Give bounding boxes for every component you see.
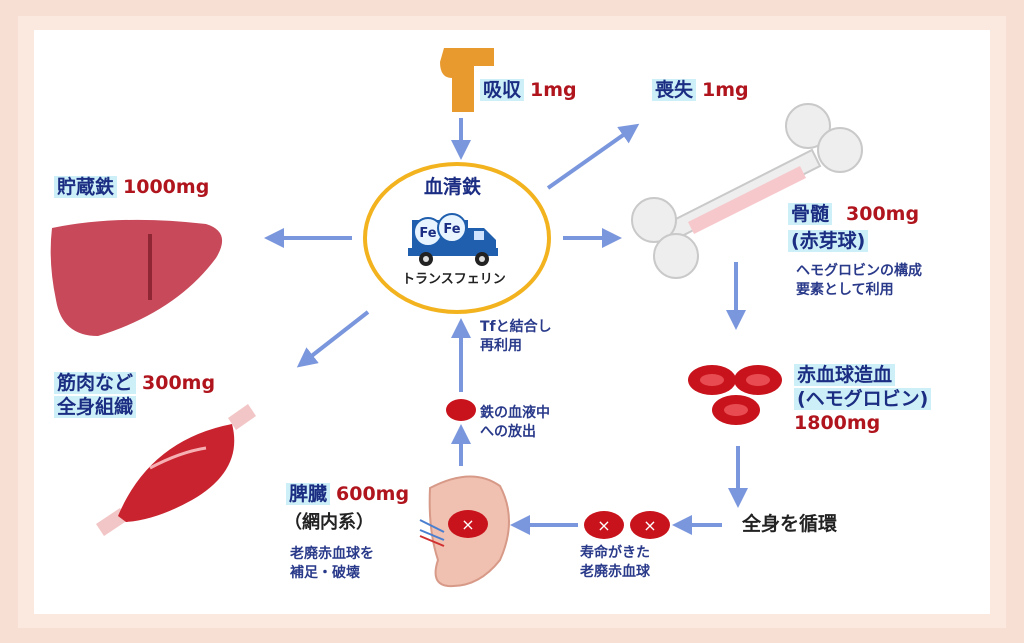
fe-badge-2: Fe	[443, 222, 460, 237]
rbc-cluster-icon	[688, 365, 782, 425]
bone-marrow-note: ヘモグロビンの構成要素として利用	[796, 263, 922, 298]
liver-icon	[50, 219, 223, 336]
svg-text:×: ×	[643, 516, 656, 535]
reuse-note: Tfと結合し再利用	[480, 319, 552, 354]
muscle-icon	[96, 404, 256, 536]
bone-marrow-sublabel: (赤芽球)	[788, 230, 869, 254]
serum-iron-title: 血清鉄	[424, 176, 482, 198]
marrow-core	[688, 166, 806, 234]
intestine-icon	[440, 48, 494, 112]
aged-rbc-icon: × ×	[584, 511, 670, 539]
flow-arrows	[264, 118, 748, 535]
circulation-label: 全身を循環	[742, 513, 838, 535]
svg-text:×: ×	[461, 515, 474, 534]
aged-rbc-note: 寿命がきた老廃赤血球	[580, 545, 650, 580]
spleen-sublabel: （網内系）	[284, 512, 374, 533]
arrow-serum-to-muscle	[296, 310, 370, 368]
truck-icon	[408, 213, 498, 266]
transferrin-label: トランスフェリン	[402, 272, 506, 287]
svg-text:×: ×	[597, 516, 610, 535]
released-iron-icon	[446, 399, 476, 421]
arrow-serum-to-loss	[546, 123, 640, 190]
spleen-rbc-icon	[448, 510, 488, 538]
spleen-note: 老廃赤血球を補足・破壊	[290, 546, 374, 581]
fe-badge-1: Fe	[419, 226, 436, 241]
erythropoiesis-label: 赤血球造血 (ヘモグロビン) 1800mg	[794, 364, 932, 435]
release-note: 鉄の血液中への放出	[480, 405, 550, 440]
